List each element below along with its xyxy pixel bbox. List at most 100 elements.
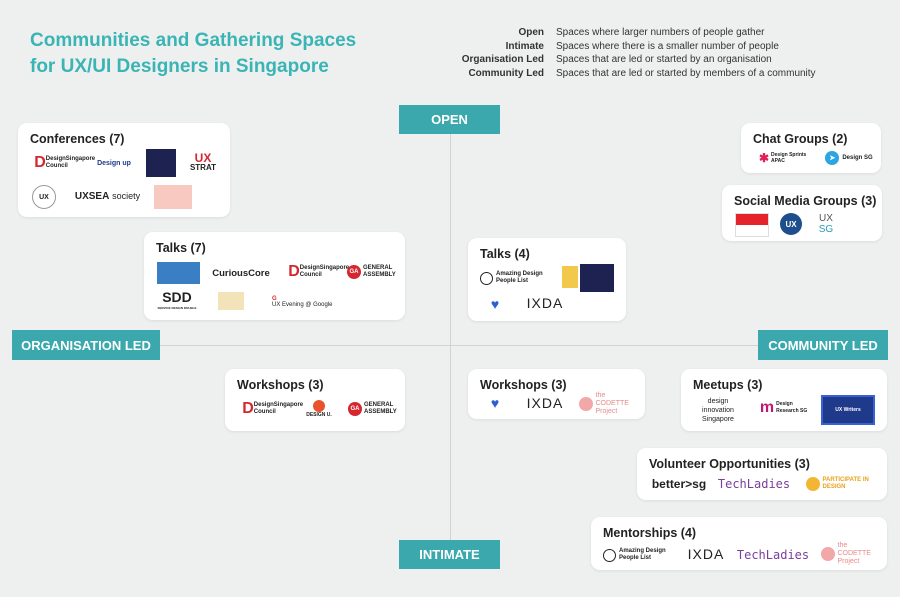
legend-desc: Spaces where larger numbers of people ga…: [556, 27, 765, 38]
design-u-logo: DESIGN U.: [305, 397, 333, 421]
logo-text: Amazing Design People List: [619, 548, 666, 561]
talk-event-logo: [157, 262, 200, 284]
pattern-logo: [154, 185, 192, 209]
design-sprints-apac-logo: ✱Design Sprints APAC: [758, 151, 807, 165]
dark-event-logo: [580, 264, 614, 292]
card-community-workshops: Workshops (3) ♥ IXDA the CODETTE Project: [468, 369, 645, 419]
design-sg-telegram-logo: ➤Design SG: [823, 150, 875, 166]
vertical-axis-line: [450, 133, 451, 543]
axis-label-intimate: INTIMATE: [399, 540, 500, 569]
logo-text: society: [112, 191, 141, 201]
logo-text: Design Research SG: [776, 401, 808, 414]
colorful-blocks-logo: [562, 266, 578, 288]
title-line-2: for UX/UI Designers in Singapore: [30, 56, 329, 77]
legend-desc: Spaces where there is a smaller number o…: [556, 40, 779, 52]
card-community-talks: Talks (4) Amazing Design People List ♥ I…: [468, 238, 626, 321]
legend: Open Spaces where larger numbers of peopl…: [440, 26, 816, 80]
card-title: Workshops (3): [480, 378, 567, 392]
legend-key: Intimate: [505, 40, 544, 52]
card-title: Social Media Groups (3): [734, 194, 877, 208]
card-title: Volunteer Opportunities (3): [649, 457, 810, 471]
legend-row-open: Open Spaces where larger numbers of peopl…: [440, 26, 816, 40]
design-innovation-logo: design innovation Singapore: [702, 397, 734, 423]
ux-circle-logo: UX: [32, 185, 56, 209]
diagram-title: Communities and Gathering Spaces for UX/…: [30, 28, 356, 80]
logo-text: Amazing Design People List: [496, 271, 543, 284]
uxsea-society-logo: UXSEA society: [70, 189, 145, 203]
card-title: Conferences (7): [30, 132, 125, 146]
amazing-design-people-logo: Amazing Design People List: [603, 547, 675, 563]
card-title: Mentorships (4): [603, 526, 697, 540]
conference-badge-logo: [146, 149, 176, 177]
card-title: Talks (7): [156, 241, 206, 255]
legend-row-org: Organisation Led Spaces that are led or s…: [440, 53, 816, 67]
logo-text: UX Evening @ Google: [272, 302, 333, 308]
ixda-logo: IXDA: [526, 295, 564, 311]
title-line-1: Communities and Gathering Spaces: [30, 30, 357, 51]
amazing-design-people-logo: Amazing Design People List: [480, 270, 552, 286]
logo-text: G: [272, 296, 277, 302]
legend-row-intimate: Intimate Spaces where there is a smaller …: [440, 40, 816, 54]
legend-key: Open: [518, 27, 544, 38]
stack-logo: [218, 292, 244, 310]
telegram-icon: ➤: [825, 151, 840, 165]
logo-text: SDD: [162, 289, 192, 305]
logo-text: GENERAL ASSEMBLY: [363, 265, 396, 278]
participate-in-design-logo: PARTICIPATE IN DESIGN: [803, 474, 877, 494]
techladies-logo: TechLadies: [717, 477, 791, 491]
card-title: Chat Groups (2): [753, 132, 848, 146]
legend-row-community: Community Led Spaces that are led or star…: [440, 67, 816, 81]
logo-text: UXSEA: [74, 190, 110, 202]
logo-text: DesignSingapore Council: [299, 265, 350, 278]
logo-text: DesignSingapore Council: [45, 156, 96, 169]
logo-text: DesignSingapore Council: [253, 402, 304, 415]
legend-key: Community Led: [468, 67, 544, 79]
legend-desc: Spaces that are led or started by member…: [556, 67, 816, 79]
techladies-logo: TechLadies: [736, 548, 810, 562]
logo-text: the CODETTE Project: [595, 392, 629, 415]
logo-text: GA: [347, 265, 361, 279]
logo-text: PARTICIPATE IN DESIGN: [822, 477, 869, 490]
heart-figma-logo: ♥: [490, 296, 500, 312]
codette-logo: the CODETTE Project: [578, 392, 636, 415]
card-chat-groups: Chat Groups (2) ✱Design Sprints APAC ➤De…: [741, 123, 881, 173]
logo-text: Design SG: [842, 155, 873, 161]
singapore-flag-logo: [735, 213, 769, 237]
logo-text: SG: [818, 224, 834, 235]
logo-text: UX: [819, 213, 833, 224]
card-mentorships: Mentorships (4) Amazing Design People Li…: [591, 517, 887, 570]
legend-desc: Spaces that are led or started by an org…: [556, 54, 772, 65]
ux-writers-logo: UX Writers: [821, 395, 875, 425]
card-title: Meetups (3): [693, 378, 763, 392]
logo-text: the CODETTE Project: [837, 542, 871, 565]
card-meetups: Meetups (3) design innovation Singapore …: [681, 369, 887, 431]
logo-text: DESIGN U.: [306, 412, 332, 418]
ixda-logo: IXDA: [526, 395, 564, 411]
curiouscore-logo: CuriousCore: [212, 267, 270, 279]
axis-label-organisation-led: ORGANISATION LED: [12, 330, 160, 360]
axis-label-open: OPEN: [399, 105, 500, 134]
logo-text: SERVICE DESIGN DOUBLE: [157, 306, 197, 310]
bettersg-logo: better>sg: [651, 477, 707, 491]
card-title: Talks (4): [480, 247, 530, 261]
logo-text: UX: [194, 151, 212, 165]
axis-label-community-led: COMMUNITY LED: [758, 330, 888, 360]
designup-logo: Design up: [97, 159, 131, 167]
card-title: Workshops (3): [237, 378, 324, 392]
smiley-icon: [480, 271, 493, 285]
logo-text: Design Sprints APAC: [771, 152, 807, 164]
legend-key: Organisation Led: [461, 54, 544, 65]
